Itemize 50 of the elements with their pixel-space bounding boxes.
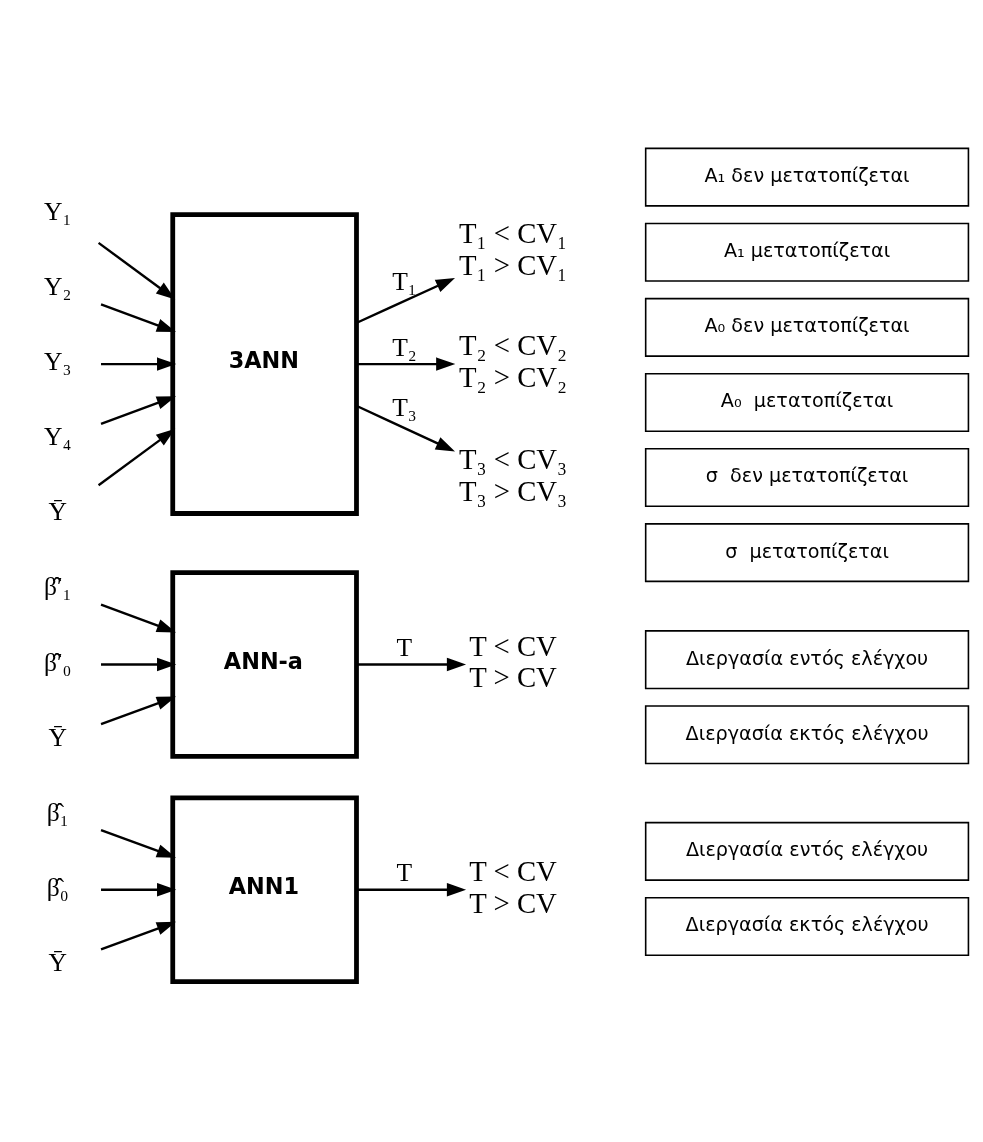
arrow — [100, 828, 176, 858]
arrow — [356, 357, 456, 371]
node-box: σ μετατοπίζεται — [644, 523, 970, 583]
node-box: A₁ μετατοπίζεται — [644, 222, 970, 282]
node-text: T₁ < CV₁ T₁ > CV₁ — [459, 217, 568, 282]
node-text: T < CV T > CV — [469, 854, 557, 919]
edge-label: T₃ — [392, 393, 417, 423]
edge-label: T₂ — [392, 332, 417, 362]
node-text: T₃ < CV₃ T₃ > CV₃ — [459, 442, 568, 507]
arrow — [97, 241, 176, 300]
node-text: T < CV T > CV — [469, 629, 557, 694]
node-box: Διεργασία εντός ελέγχου — [644, 821, 970, 881]
node-text: Ȳ — [48, 947, 67, 977]
arrow — [100, 696, 176, 726]
node-text: β̂′₀ — [43, 647, 72, 677]
arrow — [97, 428, 176, 487]
node-box: A₁ δεν μετατοπίζεται — [644, 147, 970, 207]
arrow — [100, 603, 176, 633]
arrow — [356, 883, 467, 897]
node-box: ANN-a — [170, 570, 359, 759]
edge-label: T — [396, 633, 413, 663]
node-box: Διεργασία εκτός ελέγχου — [644, 896, 970, 957]
node-text: β̂₀ — [46, 872, 69, 902]
arrow — [101, 357, 177, 371]
node-box: ANN1 — [170, 795, 359, 985]
arrow — [356, 278, 456, 324]
node-text: Y₁ — [44, 196, 72, 226]
arrow — [101, 657, 177, 672]
arrow — [356, 404, 455, 452]
node-text: T₂ < CV₂ T₂ > CV₂ — [459, 329, 568, 394]
node-text: β̂₁ — [46, 797, 69, 827]
node-box: Διεργασία εντός ελέγχου — [644, 630, 970, 690]
node-box: Διεργασία εκτός ελέγχου — [644, 705, 970, 765]
node-text: Ȳ — [48, 722, 67, 752]
node-text: Y₄ — [44, 422, 72, 452]
node-text: β̂′₁ — [43, 572, 72, 602]
edge-label: T — [396, 858, 413, 888]
node-box: A₀ δεν μετατοπίζεται — [644, 297, 970, 357]
arrow — [100, 396, 176, 425]
node-box: A₀ μετατοπίζεται — [644, 372, 970, 432]
node-text: Ȳ — [48, 497, 67, 527]
edge-label: T₁ — [392, 267, 417, 297]
arrow — [100, 303, 176, 332]
arrow — [100, 921, 176, 951]
arrow — [101, 883, 177, 897]
node-text: Y₃ — [44, 347, 72, 377]
node-text: Y₂ — [44, 272, 72, 302]
node-box: σ δεν μετατοπίζεται — [644, 447, 970, 508]
node-box: 3ANN — [170, 212, 359, 516]
arrow — [356, 657, 467, 672]
